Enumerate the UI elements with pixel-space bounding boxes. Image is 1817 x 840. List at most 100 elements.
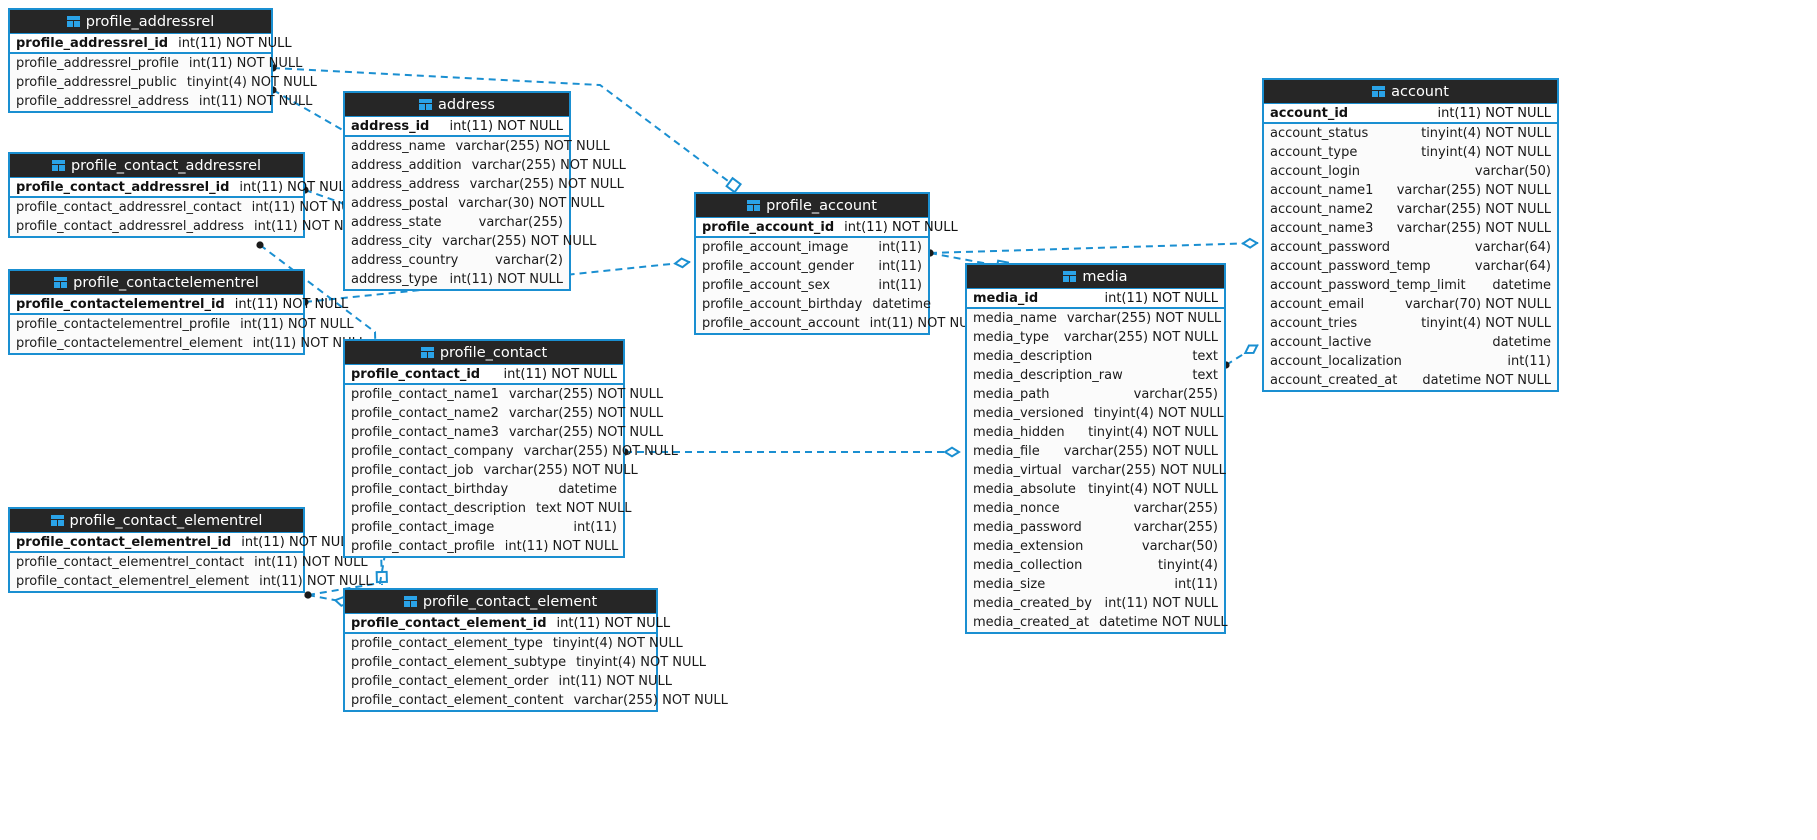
entity-header-profile_contact_elementrel[interactable]: profile_contact_elementrel (10, 509, 303, 532)
relationship-rel-profile-account-account[interactable] (926, 237, 1259, 257)
entity-header-profile_contact_addressrel[interactable]: profile_contact_addressrel (10, 154, 303, 177)
entity-header-profile_addressrel[interactable]: profile_addressrel (10, 10, 271, 33)
entity-header-media[interactable]: media (967, 265, 1224, 288)
column-name: media_password (973, 520, 1082, 535)
entity-header-profile_contact[interactable]: profile_contact (345, 341, 623, 364)
entity-header-account[interactable]: account (1264, 80, 1557, 103)
entity-header-profile_account[interactable]: profile_account (696, 194, 928, 217)
entity-header-profile_contact_element[interactable]: profile_contact_element (345, 590, 656, 613)
relationship-rel-media-account[interactable] (1222, 344, 1259, 369)
entity-header-profile_contactelementrel[interactable]: profile_contactelementrel (10, 271, 303, 294)
entity-header-address[interactable]: address (345, 93, 569, 116)
